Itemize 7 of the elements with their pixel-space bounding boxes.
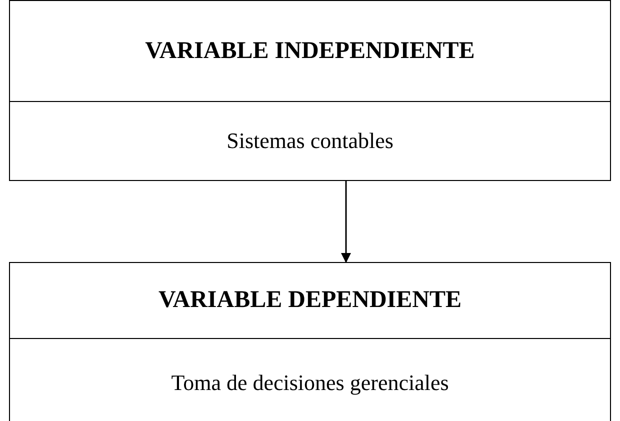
variable-name: Sistemas contables [226,128,394,154]
arrow [341,181,351,263]
variable-heading: VARIABLE DEPENDIENTE [158,287,462,314]
variable-heading: VARIABLE INDEPENDIENTE [145,38,475,64]
variable-name: Toma de decisiones gerenciales [171,370,449,396]
table-box [9,262,611,421]
table-box [9,0,611,181]
